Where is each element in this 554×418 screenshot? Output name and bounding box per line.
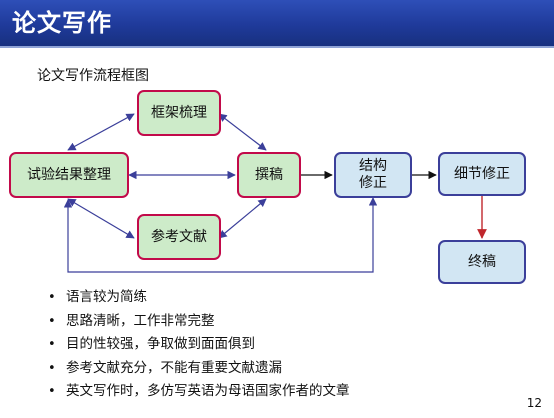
arrow-references-draft: [218, 198, 267, 239]
node-framework: 框架梳理: [137, 90, 221, 136]
node-structure: 结构 修正: [334, 152, 412, 198]
node-detail: 细节修正: [438, 152, 526, 196]
bullet-item: 英文写作时，多仿写英语为母语国家作者的文章: [44, 380, 350, 404]
node-results: 试验结果整理: [9, 152, 129, 198]
bullet-item: 思路清晰，工作非常完整: [44, 310, 350, 334]
arrow-results-references: [67, 198, 135, 239]
node-final: 终稿: [438, 240, 526, 284]
node-draft: 撰稿: [237, 152, 301, 198]
node-references: 参考文献: [137, 214, 221, 260]
feedback-loop-line: [63, 197, 378, 273]
title-underline: [0, 46, 554, 48]
diagram-caption: 论文写作流程框图: [37, 68, 149, 84]
title-bar: 论文写作: [0, 0, 554, 46]
bullet-item: 语言较为简练: [44, 286, 350, 310]
arrow-results-framework: [67, 113, 135, 151]
slide-title: 论文写作: [12, 9, 112, 37]
bullet-list: 语言较为简练 思路清晰，工作非常完整 目的性较强，争取做到面面俱到 参考文献充分…: [44, 286, 350, 404]
arrow-framework-draft: [218, 113, 267, 151]
bullet-item: 目的性较强，争取做到面面俱到: [44, 333, 350, 357]
bullet-item: 参考文献充分，不能有重要文献遗漏: [44, 357, 350, 381]
page-number: 12: [526, 396, 542, 410]
